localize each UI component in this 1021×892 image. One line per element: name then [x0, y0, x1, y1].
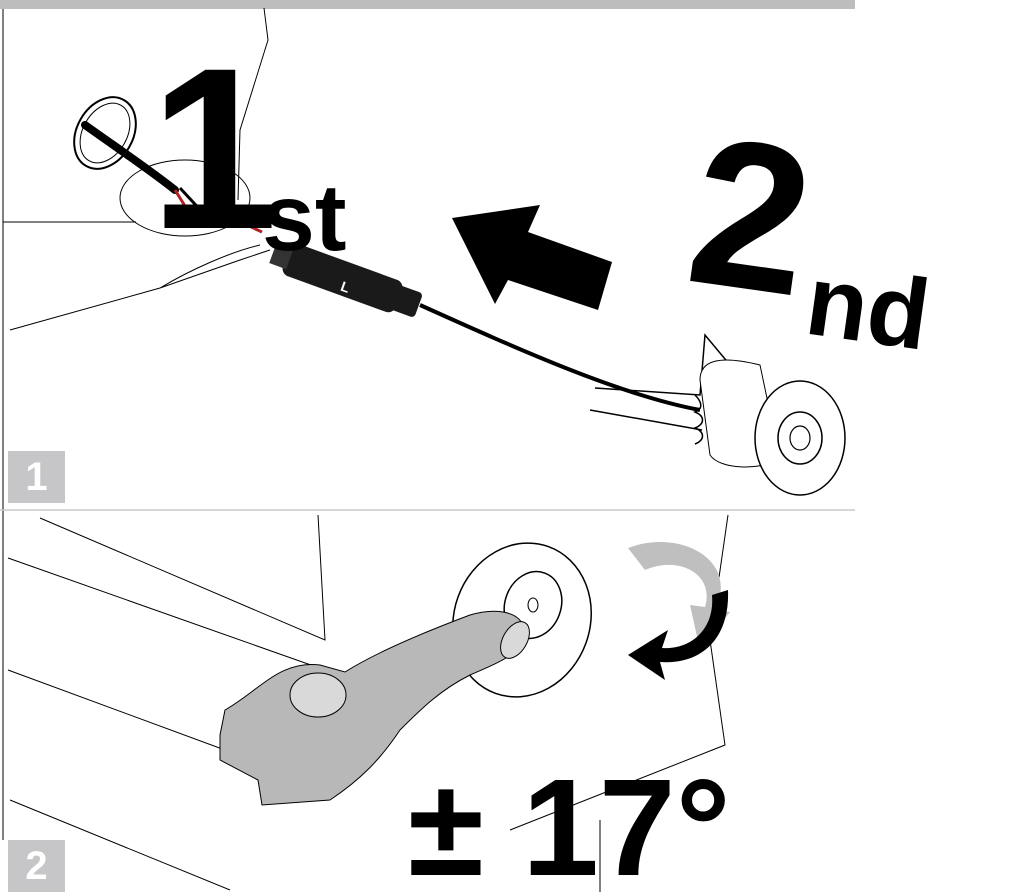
first-suffix: st — [262, 165, 346, 271]
finger-nail — [500, 621, 530, 659]
thumb-nail — [289, 672, 347, 718]
rotate-arrow-dark — [628, 590, 729, 680]
ceiling-outline — [237, 7, 269, 201]
hand-palm — [119, 159, 251, 237]
hand-outline — [9, 244, 271, 331]
angle-label: ± 17° — [408, 751, 731, 892]
second-number: 2 — [677, 92, 825, 341]
lens-center — [527, 597, 539, 613]
wire-red — [173, 189, 197, 223]
ceiling-hole — [73, 96, 137, 170]
step-badge-1: 1 — [8, 451, 65, 503]
top-frame-bar — [0, 0, 855, 9]
mains-cable — [81, 121, 179, 194]
spotlight-fixture — [589, 333, 846, 496]
spot-cable — [419, 303, 701, 412]
step-badge-2: 2 — [8, 840, 65, 892]
wire-red-3 — [224, 213, 263, 234]
first-number: 1 — [150, 20, 278, 277]
wire-red-2 — [178, 186, 207, 217]
rotate-arrow-light — [628, 541, 730, 650]
panel-2 — [7, 514, 730, 892]
second-suffix: nd — [800, 244, 937, 372]
direction-arrow — [452, 205, 612, 310]
connector — [269, 242, 422, 317]
panel-1: L — [9, 7, 846, 496]
